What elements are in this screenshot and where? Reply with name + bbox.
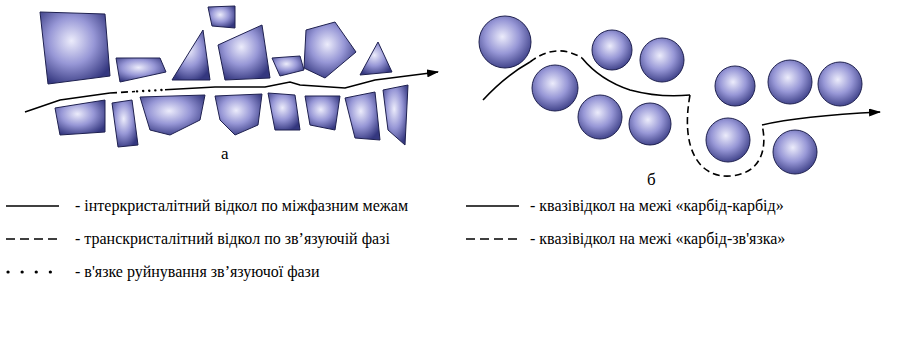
legend-entry: - транскристалітний відкол по зв’язуючій…: [75, 229, 445, 248]
legend-text: - квазівідкол на межі «карбід-зв'язка»: [530, 229, 895, 248]
legend-line-sample: [465, 201, 520, 211]
legend-line: [6, 238, 59, 240]
legend-entry: - інтеркристалітний відкол по міжфазним …: [75, 196, 445, 215]
angular-grains: [40, 6, 408, 147]
round-grains: [479, 16, 862, 174]
legend-line-sample: [5, 267, 60, 277]
crack-path-b: [483, 51, 880, 176]
crack-path-a: [25, 72, 438, 112]
legend-line: [466, 205, 519, 207]
legend-line-sample: [465, 234, 520, 244]
legend-line: [6, 205, 59, 207]
legend-line-sample: [5, 234, 60, 244]
legend-entry: - квазівідкол на межі «карбід-карбід»: [530, 196, 895, 215]
legend-text: - інтеркристалітний відкол по міжфазним …: [75, 196, 445, 215]
legend-entry: - в'язке руйнування зв’язуючої фази: [75, 262, 445, 281]
legend-text: - в'язке руйнування зв’язуючої фази: [75, 262, 445, 281]
legend-line: [466, 238, 519, 240]
legend-line-sample: [5, 201, 60, 211]
legend-line: [8, 270, 59, 273]
figure-label: б: [647, 170, 656, 189]
legend-text: - транскристалітний відкол по зв’язуючій…: [75, 229, 445, 248]
legend-entry: - квазівідкол на межі «карбід-зв'язка»: [530, 229, 895, 248]
figure-label: а: [221, 144, 229, 163]
legend-text: - квазівідкол на межі «карбід-карбід»: [530, 196, 895, 215]
